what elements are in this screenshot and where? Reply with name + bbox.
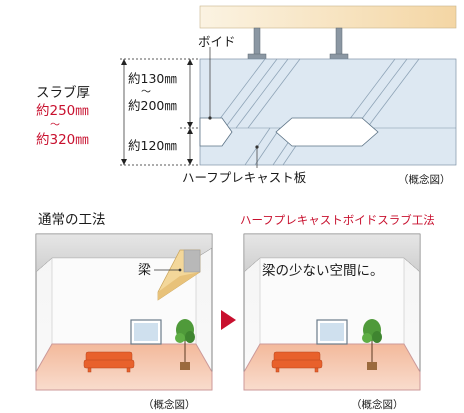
precast-label: ハーフプレキャスト板 xyxy=(182,170,307,185)
slab-body xyxy=(199,58,457,166)
window-right xyxy=(316,319,348,345)
precast-leader-dot xyxy=(255,145,259,149)
support-posts xyxy=(247,27,349,60)
slab-thickness-max: 約320㎜ xyxy=(36,132,89,148)
dimension-brackets xyxy=(120,58,198,166)
void-shape-right xyxy=(275,117,379,147)
upper-dimension-min: 約130㎜ xyxy=(128,71,177,86)
void-label: ボイド xyxy=(198,34,236,49)
plant-right xyxy=(362,319,382,370)
beam-underside xyxy=(158,272,200,300)
slab-thickness-tilde: ～ xyxy=(50,120,60,131)
slab-section: ボイド ハーフプレキャスト板 （概念図） スラブ厚 約250㎜ ～ 約320㎜ xyxy=(36,5,457,186)
hpc-room: 梁の少ない空間に。 xyxy=(243,233,421,391)
window-left xyxy=(130,319,162,345)
top-note: （概念図） xyxy=(398,173,451,186)
floor-right xyxy=(243,343,421,391)
dimension-arrowheads xyxy=(121,59,193,165)
upper-dimension-tilde: ～ xyxy=(141,87,151,98)
upper-dimension-max: 約200㎜ xyxy=(128,98,177,113)
lower-dimension: 約120㎜ xyxy=(128,138,177,153)
few-beams-caption: 梁の少ない空間に。 xyxy=(262,263,384,279)
bottom-right-note: （概念図） xyxy=(351,398,404,411)
bottom-left-note: （概念図） xyxy=(143,398,196,411)
conventional-method-heading: 通常の工法 xyxy=(38,212,106,228)
upper-floor-band xyxy=(199,5,457,29)
slab-thickness-min: 約250㎜ xyxy=(36,103,89,119)
transition-arrow-icon xyxy=(221,310,236,330)
conventional-room: 梁 xyxy=(35,233,213,391)
hpc-void-slab-method-heading: ハーフプレキャストボイドスラブ工法 xyxy=(240,213,435,227)
void-leader-dot xyxy=(208,116,212,120)
void-shape-left xyxy=(199,117,233,147)
sofa-right xyxy=(271,351,323,373)
sofa-left xyxy=(83,351,135,373)
slab-thickness-label: スラブ厚 xyxy=(36,84,90,101)
plant-left xyxy=(175,319,195,370)
beam-label: 梁 xyxy=(138,263,151,278)
